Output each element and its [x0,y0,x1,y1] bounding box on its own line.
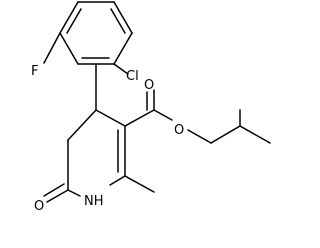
atom-label-lactam-oxygen: O [34,199,44,214]
bond-c6-fluorine [43,32,61,64]
bonds [43,1,271,203]
molecule-structure: F Cl O O O NH [31,1,271,214]
atom-labels: F Cl O O O NH [31,64,184,214]
bond-ch-methyl-a [239,125,271,144]
bond-c3-carbonyl-c [124,109,155,127]
bond-ring-c6-c1 [59,1,79,34]
bond-c2-n1 [109,175,126,186]
bond-c4-chlorine [113,63,129,75]
bond-ring-c2-c3 [113,1,133,34]
bond-c2-methyl [124,175,155,193]
atom-label-nitrogen: NH [84,194,104,209]
bond-lactam-co-2 [43,183,65,197]
bond-lactam-co-1 [46,189,69,203]
atom-label-ester-carbonyl-oxygen: O [144,78,154,93]
atom-label-ester-oxygen: O [174,123,184,138]
bond-ring-c5-c6 [59,32,79,65]
bond-carbonyl-c-o [153,109,173,121]
bond-n1-c6 [67,189,81,197]
bond-c5-c4 [67,109,97,141]
atom-label-chlorine: Cl [126,69,139,84]
bond-ring-c3-c4 [113,32,133,65]
bond-c4-c3 [95,109,126,127]
bond-ch2-ch [210,125,241,144]
bond-o-ch2 [187,129,212,144]
bond-ring-c6-c1-inner [66,8,82,34]
atom-label-fluorine: F [31,64,38,79]
bond-ring-c2-c3-inner [110,8,126,34]
